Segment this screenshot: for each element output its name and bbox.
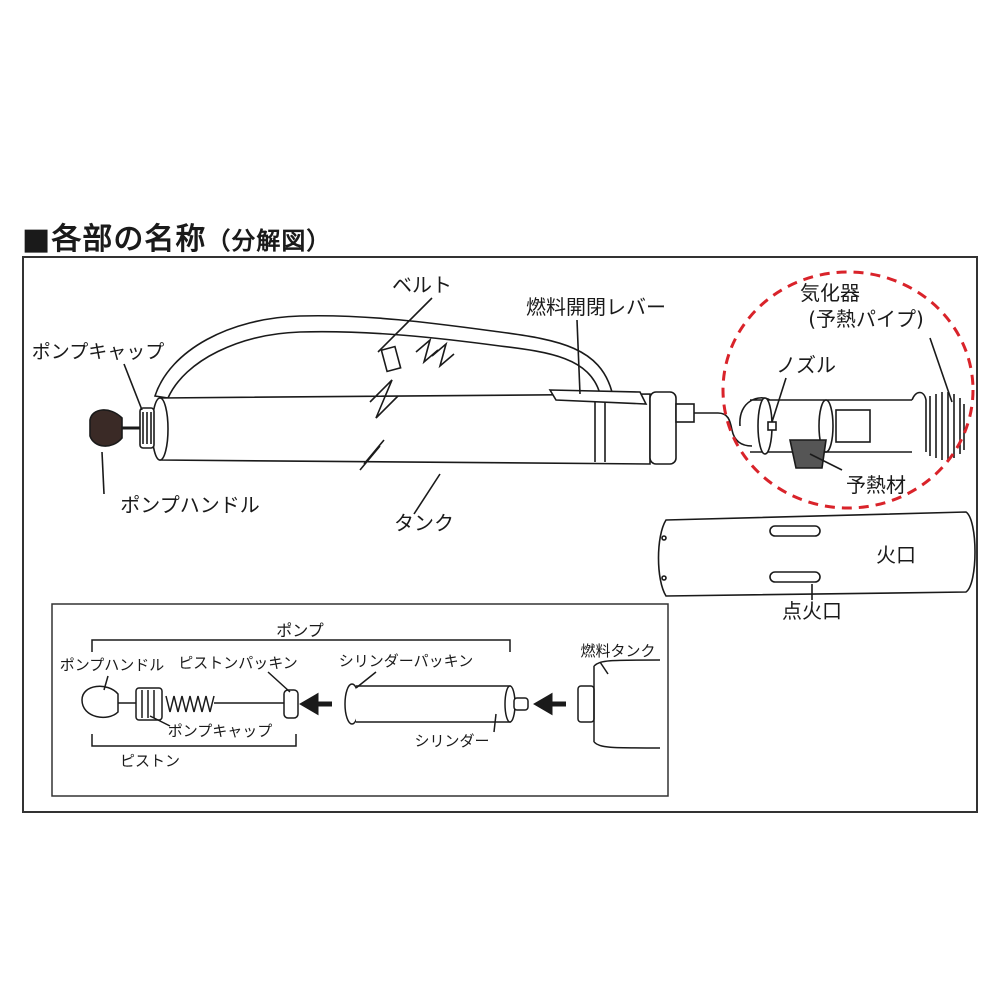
inset-label-pump-cap: ポンプキャップ <box>168 722 273 740</box>
belt-buckle <box>380 345 402 373</box>
label-preheat-pipe: (予熱パイプ) <box>808 307 924 331</box>
label-tank: タンク <box>394 511 454 535</box>
label-pump-cap: ポンプキャップ <box>32 341 164 363</box>
label-pump-handle: ポンプハンドル <box>120 493 259 517</box>
section-heading: ■各部の名称（分解図） <box>22 214 331 258</box>
label-vaporizer: 気化器 <box>800 281 860 305</box>
label-nozzle: ノズル <box>776 353 836 377</box>
fire-mouth-tube <box>657 511 976 597</box>
tank-end-cap <box>649 391 677 465</box>
connector-nut <box>675 403 695 423</box>
inset-spring <box>165 695 215 713</box>
nozzle-tip <box>767 421 777 431</box>
label-fuel-lever: 燃料開閉レバー <box>526 295 666 319</box>
pump-handle-knob <box>89 409 123 447</box>
vaporizer-highlight-circle <box>721 270 975 510</box>
ignition-slot-top <box>769 525 821 537</box>
inset-label-cylinder-packing: シリンダーパッキン <box>339 652 473 670</box>
label-fire-mouth: 火口 <box>876 543 916 567</box>
diagram-frame <box>22 256 978 813</box>
inset-fuel-tank <box>593 659 661 749</box>
inset-label-piston: ピストン <box>120 752 180 770</box>
burner-plate <box>818 399 834 453</box>
tank-body <box>159 393 651 465</box>
label-preheat-material: 予熱材 <box>846 473 906 497</box>
inset-label-pump: ポンプ <box>276 621 324 640</box>
fuel-lever <box>548 389 648 405</box>
inset-label-pump-handle: ポンプハンドル <box>60 656 165 674</box>
label-belt: ベルト <box>392 273 452 297</box>
inset-label-fuel-tank: 燃料タンク <box>580 642 655 660</box>
fuel-pipe <box>694 412 753 447</box>
arrow-2 <box>533 692 566 716</box>
heading-subtitle: （分解図） <box>206 227 332 255</box>
inset-label-piston-packing: ピストンパッキン <box>178 654 298 672</box>
belt-break <box>415 337 439 365</box>
burner-cup <box>835 409 871 443</box>
heading-title: 各部の名称 <box>51 222 207 257</box>
preheat-pipe-coil <box>911 391 965 460</box>
inset-pump-handle <box>81 685 119 719</box>
inset-label-cylinder: シリンダー <box>414 732 489 750</box>
inset-pump-cap <box>135 687 163 721</box>
heading-marker: ■ <box>22 222 52 257</box>
pump-bracket <box>91 639 511 652</box>
tank-break <box>359 379 399 471</box>
arrow-1 <box>299 692 332 716</box>
ignition-slot-bottom <box>769 571 821 583</box>
belt-break-2 <box>431 341 455 369</box>
inset-fuel-tank-thread <box>577 685 595 723</box>
inset-piston-packing <box>283 689 299 719</box>
piston-bracket <box>91 734 297 747</box>
preheat-material <box>789 439 827 469</box>
inset-cylinder <box>356 685 511 723</box>
label-ignition-port: 点火口 <box>782 599 842 623</box>
